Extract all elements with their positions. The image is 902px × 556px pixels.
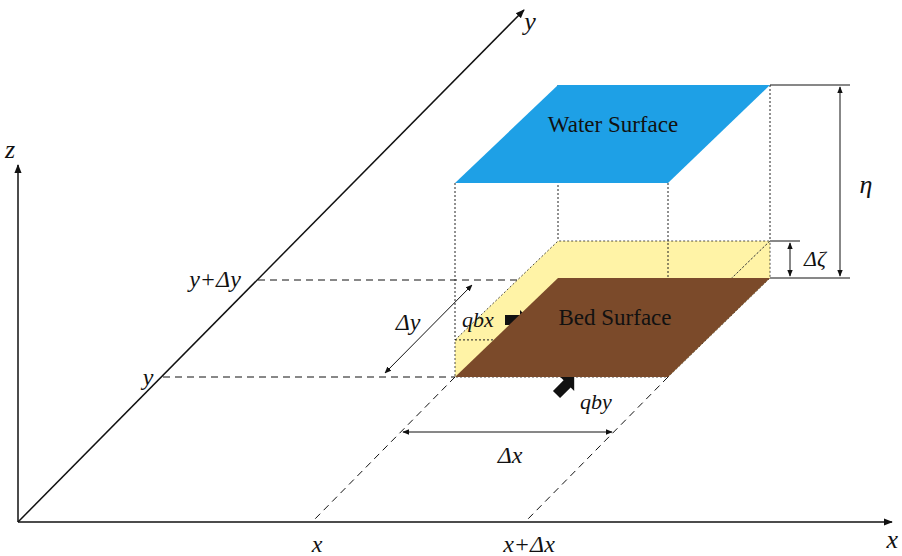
water-surface: Water Surface: [455, 85, 770, 183]
coordinate-label: x+Δx: [503, 532, 555, 556]
coordinate-label: y+Δy: [189, 267, 241, 291]
surface-label: Bed Surface: [558, 305, 671, 331]
surface-fill: [455, 85, 770, 183]
coordinate-label: y: [143, 365, 154, 389]
flux-label: qbx: [462, 309, 494, 331]
dimension-label: η: [860, 172, 873, 198]
bed-surface: Bed Surface: [455, 278, 770, 377]
sediment-layer: [455, 241, 770, 377]
dimension-label: Δx: [498, 443, 523, 467]
surface-label: Water Surface: [548, 112, 678, 138]
dimension-label: Δζ: [804, 248, 826, 270]
surface-fill: [455, 278, 770, 377]
dimension-label: Δy: [396, 310, 421, 334]
flux-label: qby: [580, 391, 612, 413]
axes: [18, 10, 892, 522]
coordinate-label: x: [312, 532, 323, 556]
axis-label: x: [886, 527, 898, 553]
dimension-lines: [385, 85, 850, 432]
axis-label: y: [524, 9, 536, 35]
axis-label: z: [5, 137, 15, 163]
